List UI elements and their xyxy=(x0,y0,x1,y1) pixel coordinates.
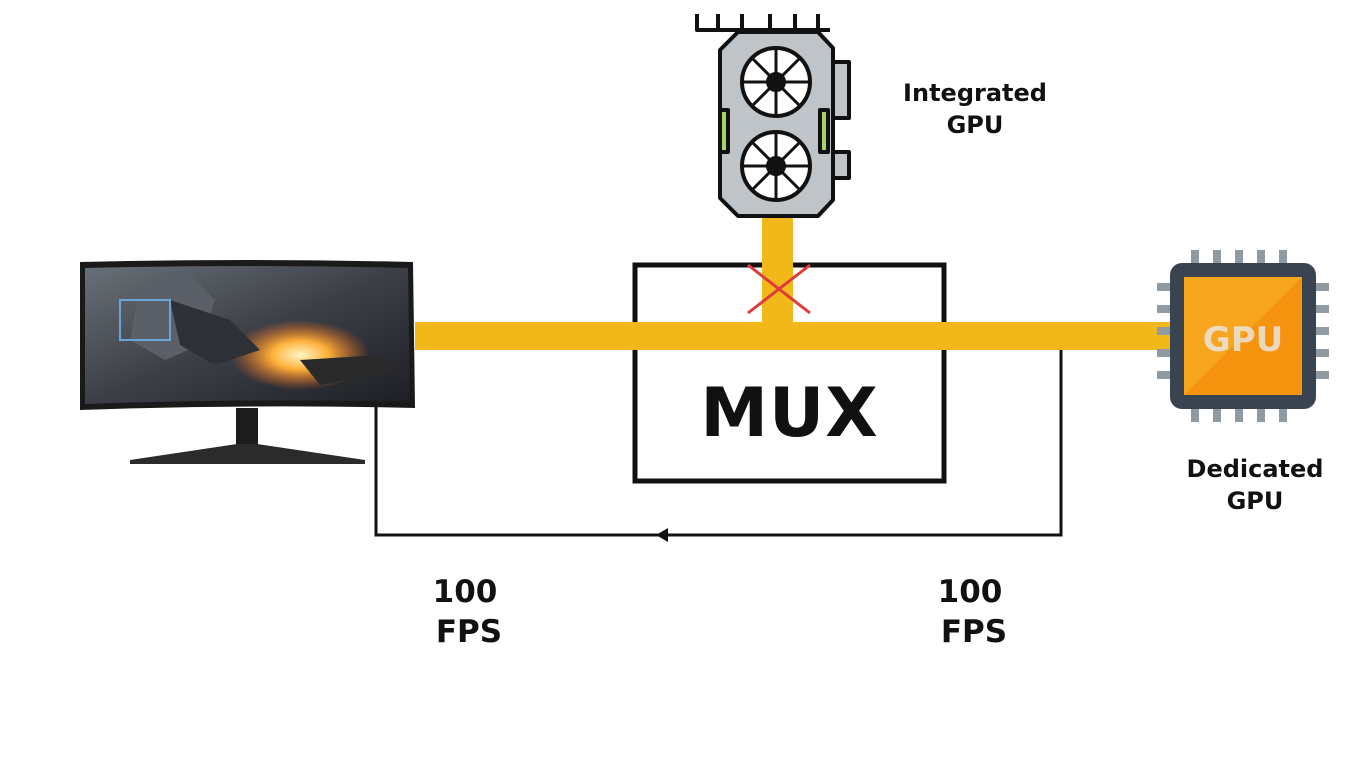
integrated-gpu-label: Integrated GPU xyxy=(890,77,1060,142)
cross-mark-icon xyxy=(747,263,811,315)
fps-left-label: 100 FPS xyxy=(400,572,530,653)
signal-path-integrated xyxy=(762,212,793,324)
fps-right-value: 100 xyxy=(937,574,1003,610)
dedicated-gpu-label-line2: GPU xyxy=(1226,487,1284,516)
dedicated-gpu-label: Dedicated GPU xyxy=(1175,453,1335,518)
fps-left-unit: FPS xyxy=(435,614,503,651)
fps-right-label: 100 FPS xyxy=(905,572,1035,653)
graphics-card-icon xyxy=(695,14,851,218)
dedicated-gpu-label-line1: Dedicated xyxy=(1186,455,1324,483)
fps-left-value: 100 xyxy=(432,574,498,610)
mux-label: MUX xyxy=(700,374,879,453)
integrated-gpu-label-line2: GPU xyxy=(946,111,1004,140)
gpu-chip-icon xyxy=(1157,250,1329,422)
signal-path-main xyxy=(415,322,1175,350)
monitor-icon xyxy=(80,260,415,464)
arrow-left-icon xyxy=(656,528,668,542)
feedback-line xyxy=(374,350,1063,537)
fps-right-unit: FPS xyxy=(940,614,1008,651)
integrated-gpu-label-line1: Integrated xyxy=(903,79,1047,107)
gpu-chip-label: GPU xyxy=(1203,320,1283,360)
